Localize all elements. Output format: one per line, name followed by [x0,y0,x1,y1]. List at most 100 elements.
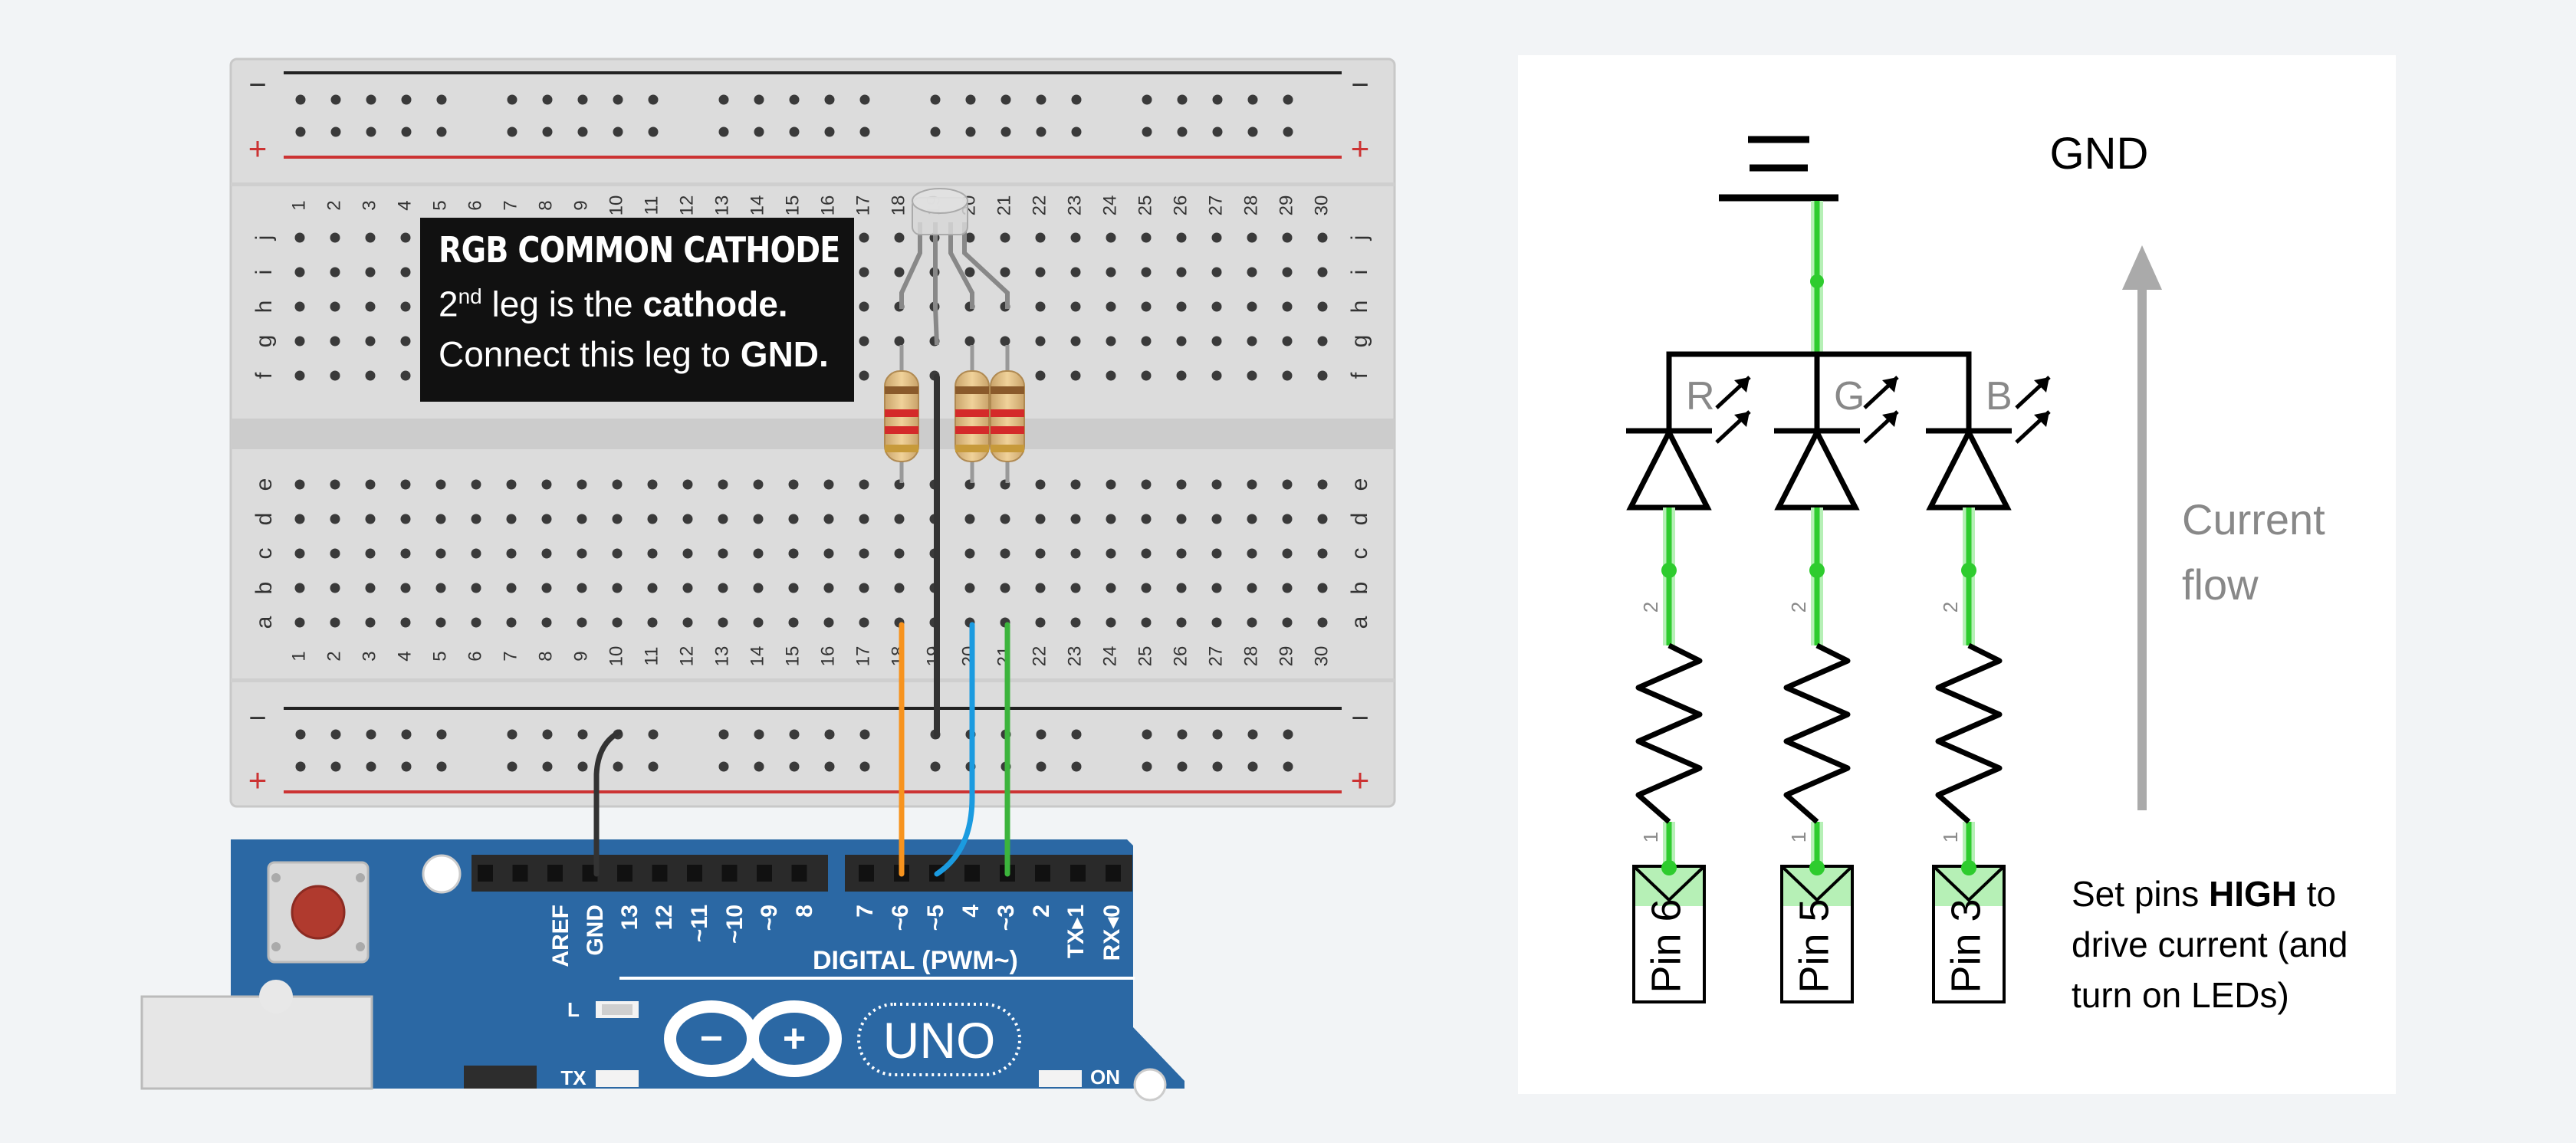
header-pin [512,865,528,882]
column-number: 12 [676,195,697,216]
header-pin [547,865,563,882]
bottom-rail-row-1-hole [295,729,306,740]
top-rail-row-2-hole [401,126,412,137]
bottom-rail-row-2-hole [577,761,588,772]
bottom-rail-row-2-hole [1247,761,1258,772]
column-number: 14 [747,195,767,216]
resistor-band [991,409,1024,417]
bottom-rail-row-2-hole [824,761,835,772]
header-label: ~10 [722,905,748,944]
terminal-hole [1247,583,1257,593]
terminal-hole [859,370,869,381]
column-number: 8 [535,651,556,661]
note-bold: HIGH [2209,874,2297,914]
terminal-hole [1282,336,1293,347]
header-label: ~5 [923,905,948,931]
header-pins [478,865,1121,882]
column-number: 29 [1276,646,1296,667]
terminal-hole [823,617,834,628]
column-number: 21 [994,646,1014,667]
terminal-hole [1247,370,1257,381]
digital-header-right [845,855,1132,892]
terminal-hole [330,548,340,559]
bottom-rail-row-1-hole [401,729,412,740]
terminal-hole [612,514,623,524]
resistor-pin-2: 2 [1639,602,1662,613]
terminal-hole [1000,336,1010,347]
terminal-hole [400,479,411,490]
callout-line-1-prefix: 2 [439,284,458,324]
resistor-band [885,386,918,394]
terminal-hole [682,514,693,524]
top-rail-row-2-hole [965,126,976,137]
column-number: 10 [606,195,626,216]
terminal-hole [1211,617,1222,628]
reset-button-cap[interactable] [291,885,346,940]
terminal-hole [1000,583,1010,593]
bottom-rail-row-2-hole [1036,761,1046,772]
column-number: 15 [782,646,803,667]
resistor-pin-1: 1 [1939,832,1962,842]
terminal-hole [506,514,517,524]
header-pin [859,865,874,882]
terminal-hole [1317,370,1328,381]
callout-line-1-bold: cathode. [642,284,788,324]
header-label: AREF [548,905,573,967]
column-number: 26 [1170,195,1191,216]
terminal-hole [1141,617,1152,628]
terminal-hole [753,617,764,628]
terminal-hole [647,583,658,593]
top-rail-row-1-hole [401,94,412,105]
top-rail-row-1-hole [577,94,588,105]
column-number: 8 [535,200,556,210]
terminal-hole [612,617,623,628]
column-number: 1 [288,200,309,210]
terminal-hole [365,514,376,524]
terminal-hole [294,514,305,524]
top-rail-row-1-hole [1177,94,1188,105]
header-pin [478,865,493,882]
bottom-rail-row-2-hole [859,761,870,772]
resistor-pin-1: 1 [1639,832,1662,842]
column-number: 28 [1240,195,1261,216]
terminal-hole [1106,514,1116,524]
gnd-label: GND [2050,129,2149,179]
bottom-rail-row-1-hole [542,729,553,740]
breadboard-holes [294,94,1328,772]
terminal-hole [1141,267,1152,278]
terminal-hole [1282,232,1293,243]
terminal-hole [506,617,517,628]
callout-line-2: Connect this leg to GND. [439,329,836,379]
terminal-hole [1000,548,1010,559]
wire-blue [934,622,975,877]
bottom-rail-row-2-hole [542,761,553,772]
terminal-hole [612,548,623,559]
note-suffix: to [2297,874,2336,914]
column-number: 5 [429,200,450,210]
terminal-hole [753,583,764,593]
terminal-hole [330,617,340,628]
top-rail-row-2-hole [1071,126,1082,137]
row-label-left: a [251,616,277,629]
terminal-hole [1035,479,1046,490]
terminal-hole [1106,232,1116,243]
terminal-hole [964,267,975,278]
bottom-rail-row-1-hole [789,729,800,740]
column-number: 25 [1135,646,1155,667]
header-label: ~6 [888,905,913,931]
terminal-hole [1176,232,1187,243]
ground-symbol [1719,136,1838,202]
top-rail-row-1-hole [1001,94,1011,105]
terminal-hole [506,479,517,490]
terminal-hole [1070,301,1081,312]
bottom-rail-row-2-hole [366,761,376,772]
top-rail-row-1-hole [789,94,800,105]
terminal-hole [894,232,905,243]
terminal-hole [400,514,411,524]
header-label: 13 [617,905,642,930]
led-label: B [1986,374,2013,419]
terminal-hole [577,514,587,524]
header-pin [617,865,632,882]
terminal-hole [294,267,305,278]
row-label-left: j [251,235,277,241]
